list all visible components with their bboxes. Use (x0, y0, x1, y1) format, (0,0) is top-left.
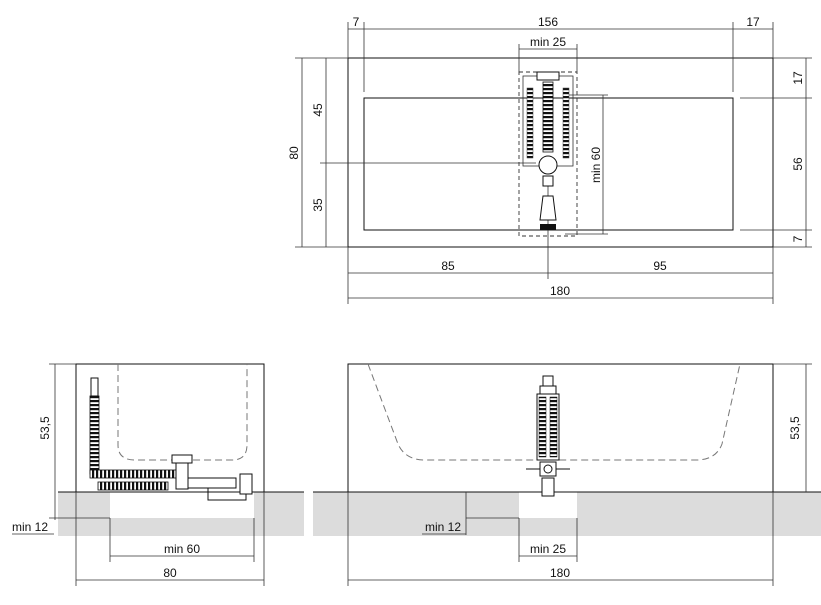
front-height-dim (773, 363, 812, 492)
tub-front-outline (347, 363, 774, 493)
basin-front-dashed (367, 363, 741, 461)
dim-bottom-right: 95 (653, 259, 667, 273)
dim-min-60: min 60 (589, 147, 603, 183)
dim-bottom-left: 85 (441, 259, 455, 273)
dim-side-min12: min 12 (12, 520, 48, 534)
top-view: 7 156 17 min 25 80 45 35 min 60 (287, 15, 812, 304)
front-min12-dim (422, 492, 519, 535)
dim-top-left: 7 (353, 15, 360, 29)
floor-cutout-side (110, 492, 254, 518)
dim-front-min12: min 12 (425, 520, 461, 534)
tub-outline (347, 57, 774, 248)
dim-right-mid: 56 (791, 157, 805, 171)
dim-left-lower: 35 (311, 198, 325, 212)
left-dimension-chain (295, 57, 536, 248)
filler-set-front (526, 375, 570, 497)
right-dimension-chain (740, 57, 812, 248)
dim-min60-lines (565, 94, 608, 235)
side-min12-dim (12, 492, 110, 535)
dim-top-mid: 156 (538, 15, 558, 29)
dim-min-25: min 25 (530, 35, 566, 49)
dim-right-bottom: 7 (791, 235, 805, 242)
filler-drain-side (89, 377, 253, 501)
side-view: 53,5 min 12 min 60 80 (12, 363, 304, 586)
front-min25-dim (518, 518, 578, 562)
tub-side-outline (75, 363, 265, 493)
dim-front-height: 53,5 (788, 416, 802, 440)
dim-bottom-total: 180 (550, 284, 570, 298)
dim-left-total: 80 (287, 146, 301, 160)
dim-side-height: 53,5 (38, 416, 52, 440)
side-height-dim (49, 363, 76, 492)
dim-side-min60: min 60 (164, 542, 200, 556)
front-width-dim (347, 492, 774, 586)
front-view: 53,5 min 12 min 25 180 (313, 363, 821, 586)
dim-side-width: 80 (163, 566, 177, 580)
side-width-dim (75, 492, 265, 586)
filler-set-top (518, 71, 578, 237)
top-dimension-chain (347, 22, 774, 92)
dim-top-right: 17 (746, 15, 760, 29)
dim-front-width: 180 (550, 566, 570, 580)
side-min60-dim (109, 518, 255, 562)
dim-left-upper: 45 (311, 103, 325, 117)
dim-right-top: 17 (791, 71, 805, 85)
basin-side-dashed (117, 364, 248, 461)
dim-min25-lines (518, 44, 578, 72)
dim-front-min25: min 25 (530, 542, 566, 556)
